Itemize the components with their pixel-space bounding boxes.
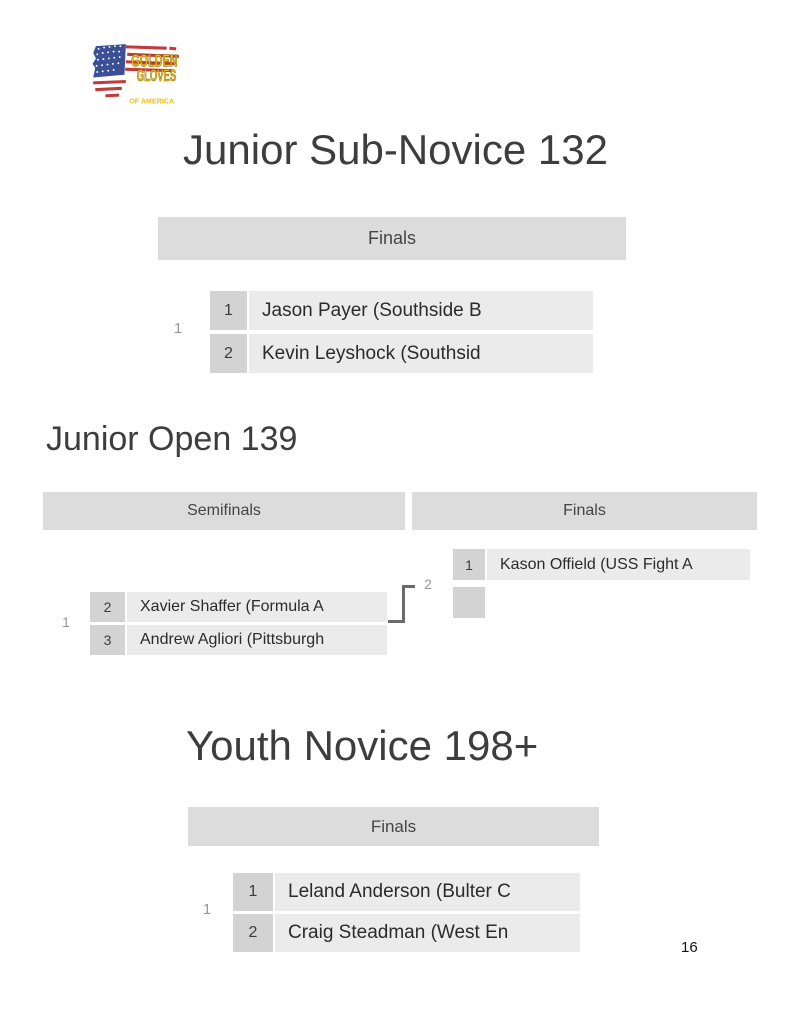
seed-number: 1 bbox=[453, 549, 485, 580]
flag-stars bbox=[95, 45, 122, 73]
logo-text-golden: GOLDEN bbox=[131, 51, 177, 71]
section-title-youth-novice-198: Youth Novice 198+ bbox=[186, 722, 539, 769]
seed-number: 2 bbox=[90, 592, 125, 622]
flag-canton bbox=[92, 44, 126, 78]
bracket-entry-row: 2 Craig Steadman (West En bbox=[233, 914, 580, 952]
round-header-finals: Finals bbox=[188, 807, 599, 846]
boxer-name: Kevin Leyshock (Southsid bbox=[249, 334, 593, 373]
section-title-junior-open-139: Junior Open 139 bbox=[46, 420, 298, 458]
seed-number: 2 bbox=[233, 914, 273, 952]
bout-number: 2 bbox=[424, 576, 432, 592]
round-header-label: Finals bbox=[367, 228, 416, 248]
bracket-entry-row: 1 Leland Anderson (Bulter C bbox=[233, 873, 580, 911]
round-header-finals: Finals bbox=[158, 217, 626, 260]
boxer-name-empty bbox=[487, 587, 750, 618]
boxer-name: Craig Steadman (West En bbox=[275, 914, 580, 952]
round-header-label: Finals bbox=[370, 816, 417, 836]
bracket-entry-row: 1 Kason Offield (USS Fight A bbox=[453, 549, 750, 580]
bout-number: 1 bbox=[202, 901, 212, 918]
bracket-connector-vertical bbox=[402, 585, 405, 623]
bout-number: 1 bbox=[62, 614, 70, 630]
bracket-entry-row: 2 Xavier Shaffer (Formula A bbox=[90, 592, 387, 622]
seed-number: 2 bbox=[210, 334, 247, 373]
round-header-label: Semifinals bbox=[187, 502, 261, 519]
logo-text-of-america: OF AMERICA bbox=[129, 96, 174, 105]
boxer-name: Leland Anderson (Bulter C bbox=[275, 873, 580, 911]
logo-wordmark: GOLDEN GLOVES OF AMERICA bbox=[129, 50, 178, 105]
flag-stripes bbox=[93, 45, 179, 98]
boxer-name: Xavier Shaffer (Formula A bbox=[127, 592, 387, 622]
page-number: 16 bbox=[681, 939, 698, 956]
logo-text-gloves: GLOVES bbox=[137, 67, 177, 85]
bracket-entry-row-empty bbox=[453, 587, 750, 618]
bracket-connector-bottom bbox=[388, 620, 405, 623]
boxer-name: Jason Payer (Southside B bbox=[249, 291, 593, 330]
round-header-finals: Finals bbox=[412, 492, 757, 530]
section-title-junior-sub-novice-132: Junior Sub-Novice 132 bbox=[183, 126, 608, 173]
round-header-semifinals: Semifinals bbox=[43, 492, 405, 530]
bracket-entry-row: 1 Jason Payer (Southside B bbox=[210, 291, 593, 330]
boxer-name: Kason Offield (USS Fight A bbox=[487, 549, 750, 580]
bout-number: 1 bbox=[173, 320, 183, 337]
round-header-label: Finals bbox=[563, 502, 606, 519]
seed-number: 3 bbox=[90, 625, 125, 655]
golden-gloves-logo: GOLDEN GLOVES OF AMERICA bbox=[92, 44, 179, 105]
seed-number: 1 bbox=[210, 291, 247, 330]
seed-number: 1 bbox=[233, 873, 273, 911]
bracket-entry-row: 3 Andrew Agliori (Pittsburgh bbox=[90, 625, 387, 655]
boxer-name: Andrew Agliori (Pittsburgh bbox=[127, 625, 387, 655]
bracket-entry-row: 2 Kevin Leyshock (Southsid bbox=[210, 334, 593, 373]
bracket-connector-top bbox=[402, 585, 415, 588]
seed-number bbox=[453, 587, 485, 618]
